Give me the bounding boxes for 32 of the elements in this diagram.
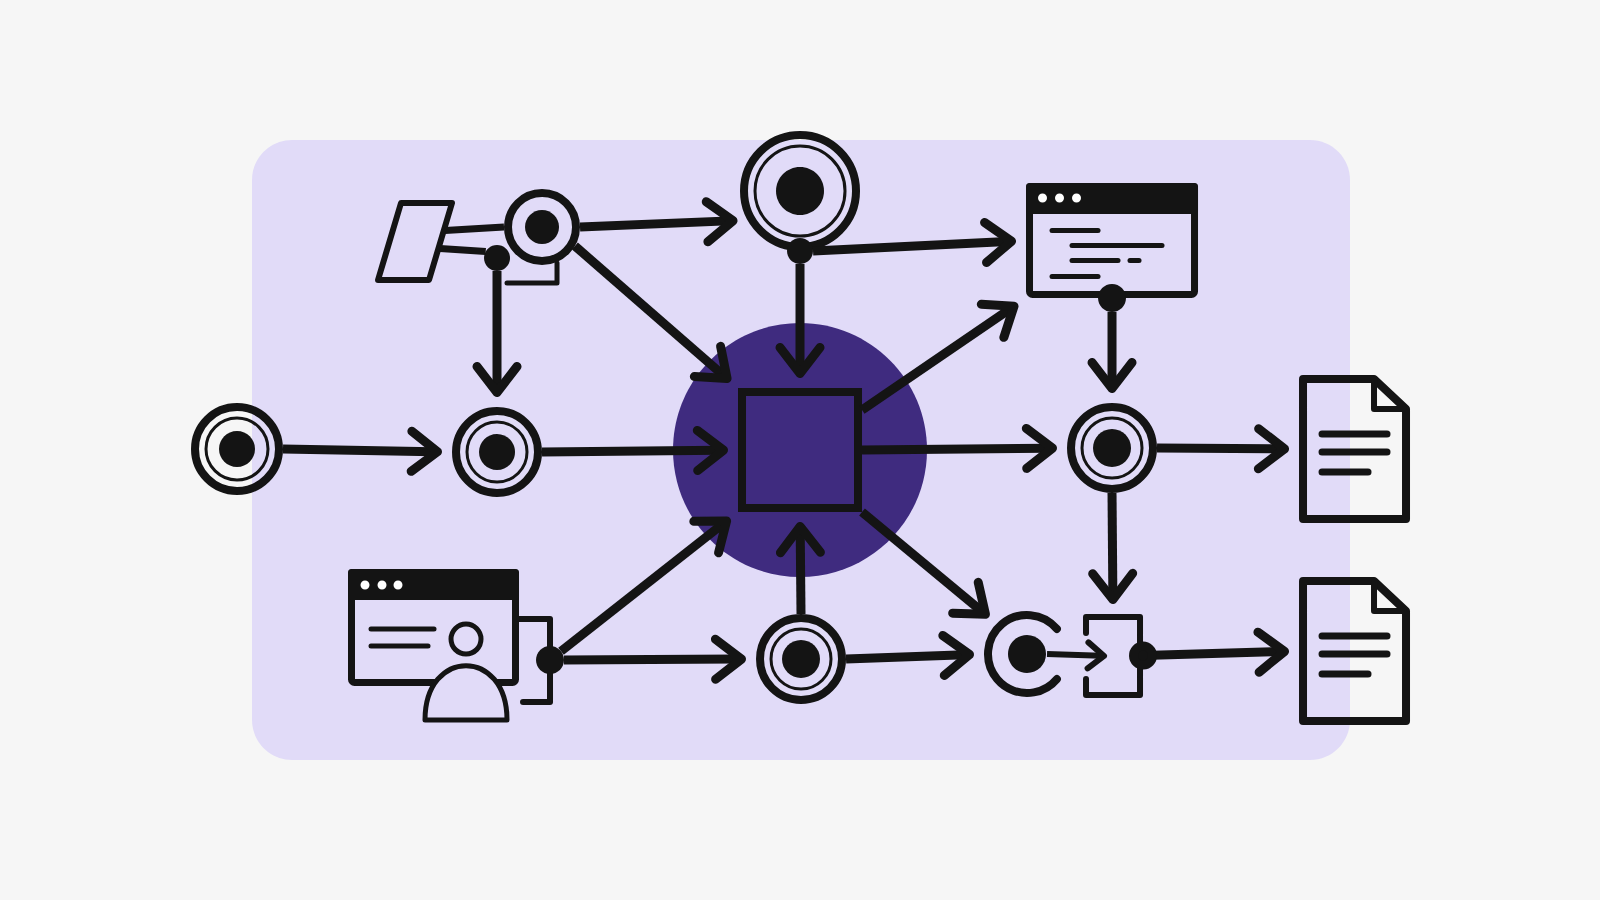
connector-line: [439, 245, 486, 255]
target-circle: [191, 403, 283, 495]
arrow: [845, 631, 974, 680]
connector-line: [444, 223, 505, 234]
parallelogram: [375, 200, 455, 283]
arrow: [282, 426, 442, 476]
arrow: [1129, 627, 1290, 677]
arrow: [472, 271, 522, 397]
arrow: [1046, 639, 1107, 672]
arrow: [1088, 492, 1138, 604]
arrow: [579, 197, 738, 247]
arrow: [861, 423, 1057, 473]
arrow: [541, 425, 728, 475]
bracket-box: [1083, 614, 1143, 698]
target-circle: [504, 189, 580, 286]
arrow: [775, 522, 825, 615]
document: [1299, 577, 1410, 725]
document: [1299, 375, 1410, 523]
arrow: [564, 634, 746, 684]
arrow: [859, 299, 1019, 414]
arrow: [812, 218, 1017, 267]
target-circle: [756, 614, 846, 704]
junction-dot: [484, 245, 510, 271]
arrow: [558, 516, 732, 655]
arrow: [859, 508, 990, 619]
arrow: [571, 242, 732, 383]
arrow: [775, 264, 825, 378]
target-circle: [1067, 403, 1157, 493]
square: [738, 388, 862, 512]
arrow: [1157, 424, 1289, 474]
target-circle: [452, 407, 542, 497]
open-ring: [984, 611, 1061, 697]
